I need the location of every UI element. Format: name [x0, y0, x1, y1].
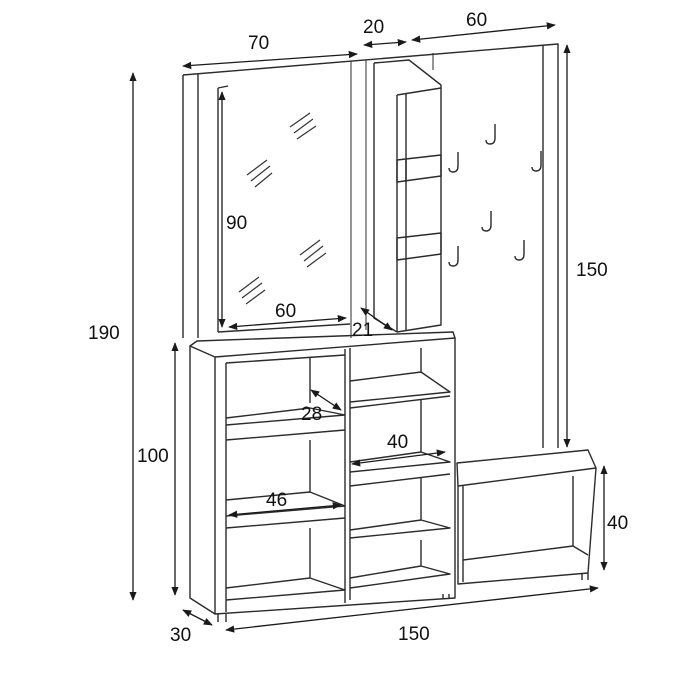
- bench: [456, 449, 597, 585]
- label-shelf-width-right: 40: [387, 432, 408, 453]
- shelf-column: [373, 59, 442, 333]
- glass-reflection-marks: [238, 112, 327, 305]
- label-panel-height: 150: [576, 260, 608, 281]
- hook-icon: [531, 151, 542, 172]
- label-column-depth: 21: [352, 320, 373, 341]
- mirror: [217, 85, 351, 333]
- label-total-width: 150: [398, 624, 430, 645]
- label-depth: 30: [170, 625, 191, 646]
- label-total-height: 190: [88, 323, 120, 344]
- label-shelf-depth: 28: [301, 404, 322, 425]
- label-shelf-width-left: 46: [266, 490, 287, 511]
- back-panel: [182, 43, 559, 448]
- hook-icon: [448, 246, 459, 267]
- dimension-lines: [129, 22, 608, 633]
- dimension-labels: 70 20 60 190 100 150 40 90 60 21 28 40 4…: [88, 10, 628, 646]
- label-mirror-width-top: 70: [248, 33, 269, 54]
- label-panel-width-top: 60: [466, 10, 487, 31]
- label-lower-height: 100: [137, 446, 169, 467]
- hook-icon: [448, 152, 459, 173]
- hook-icon: [514, 240, 525, 261]
- hook-icon: [481, 211, 492, 232]
- label-mirror-width: 60: [275, 301, 296, 322]
- hook-icon: [485, 124, 496, 145]
- lower-cabinet: [189, 331, 456, 622]
- label-mirror-height: 90: [226, 213, 247, 234]
- coat-hooks: [448, 124, 542, 267]
- label-column-width-top: 20: [363, 17, 384, 38]
- label-bench-height: 40: [607, 513, 628, 534]
